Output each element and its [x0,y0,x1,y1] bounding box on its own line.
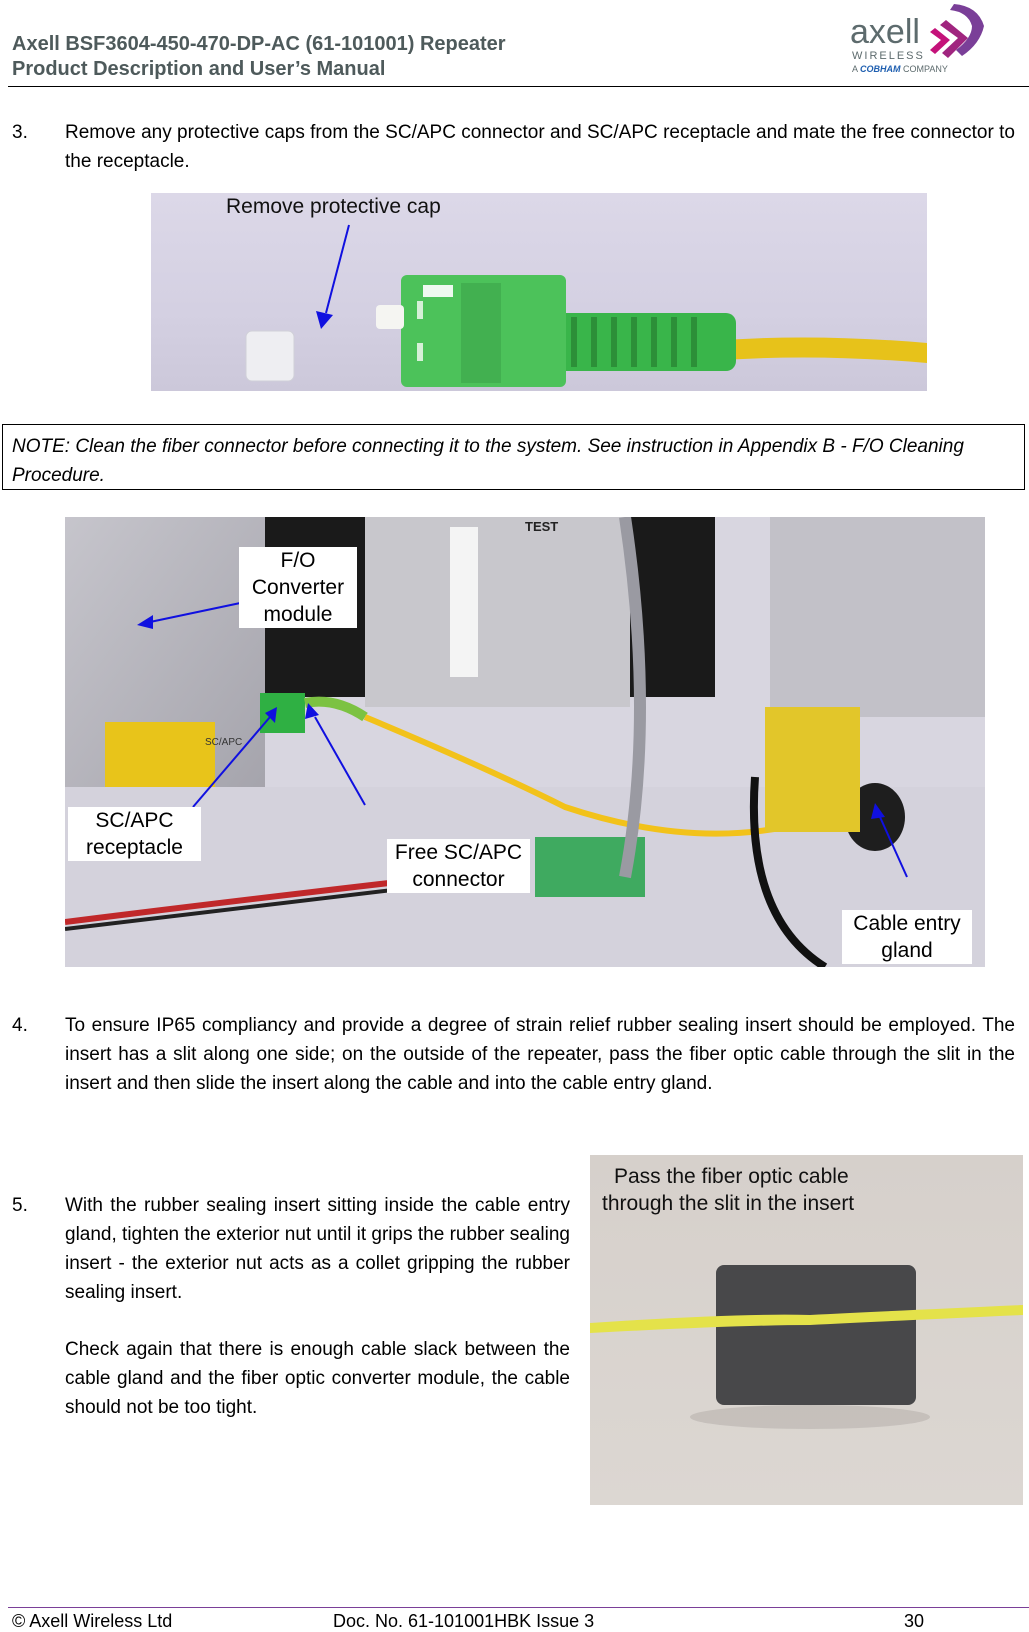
fo-converter-callout: F/O Converter module [239,547,357,628]
sealing-insert-photo: Pass the fiber optic cable through the s… [590,1155,1023,1505]
document-title: Axell BSF3604-450-470-DP-AC (61-101001) … [12,32,506,82]
step-5-number: 5. [12,1195,28,1216]
svg-text:TEST: TEST [525,519,558,534]
free-connector-callout: Free SC/APC connector [387,839,530,893]
remove-cap-callout: Remove protective cap [226,195,441,218]
step-5-text-check: Check again that there is enough cable s… [65,1339,570,1418]
step-3-text: Remove any protective caps from the SC/A… [65,122,1015,172]
logo-wireless: WIRELESS [852,50,925,62]
step-3-number: 3. [12,122,28,143]
rubber-insert-illustration [590,1265,1023,1429]
note-box [2,424,1025,490]
company-logo: axell WIRELESS A COBHAM COMPANY [850,0,1020,82]
insert-callout-line1: Pass the fiber optic cable [614,1165,849,1188]
document-title-line2: Product Description and User’s Manual [12,58,386,80]
document-title-line1: Axell BSF3604-450-470-DP-AC (61-101001) … [12,33,506,55]
step-5-text: With the rubber sealing insert sitting i… [65,1195,570,1303]
connector-photo: Remove protective cap [151,193,927,391]
footer-copyright: © Axell Wireless Ltd [12,1611,173,1631]
axell-chevron-icon [930,4,984,58]
header-divider [8,86,1029,87]
step-4-number: 4. [12,1015,28,1036]
enclosure-photo: TEST SC/APC F/O Converter module SC/APC … [65,517,985,967]
sc-apc-connector-illustration [245,224,927,387]
sc-apc-receptacle-callout: SC/APC receptacle [68,807,201,861]
footer-doc-number: Doc. No. 61-101001HBK Issue 3 [333,1611,595,1631]
footer-divider [8,1607,1029,1608]
insert-callout-line2: through the slit in the insert [602,1192,855,1215]
logo-word: axell [850,13,920,51]
repeater-interior-illustration: TEST SC/APC [65,517,985,967]
logo-cobham-line: A COBHAM COMPANY [852,64,948,74]
insert-callout: Pass the fiber optic cable through the s… [602,1163,854,1217]
cable-entry-gland-callout: Cable entry gland [842,910,972,964]
cobham-brand: COBHAM [860,64,901,74]
note-text: NOTE: Clean the fiber connector before c… [12,436,964,486]
footer-page-number: 30 [904,1611,925,1631]
step-4-text: To ensure IP65 compliancy and provide a … [65,1015,1015,1094]
svg-text:SC/APC: SC/APC [205,737,242,748]
